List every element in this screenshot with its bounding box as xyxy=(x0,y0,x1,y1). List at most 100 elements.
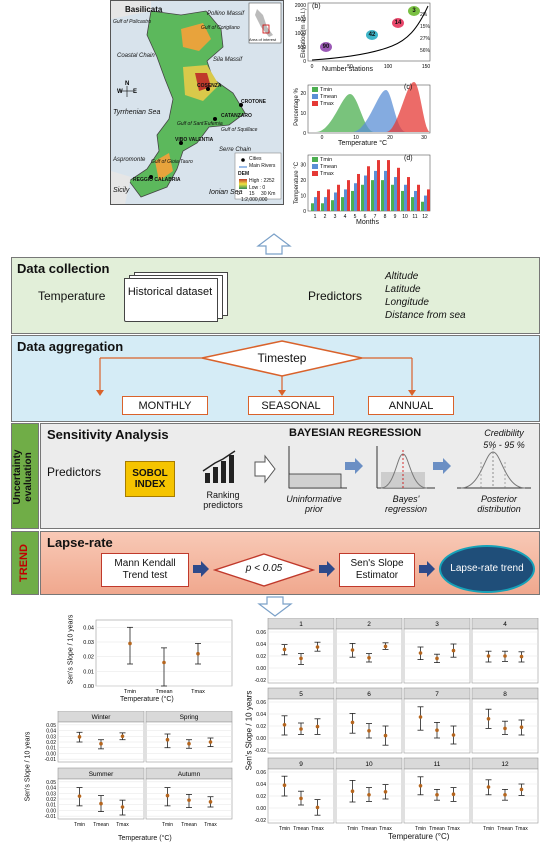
panel-b-xtick: 50 xyxy=(347,64,353,70)
x-tick-label: Tmean xyxy=(361,826,377,832)
x-tick-label: Tmin xyxy=(483,826,494,832)
facet-title: 11 xyxy=(434,761,441,768)
ranking-chart-icon xyxy=(202,450,236,483)
seasonal-xlabel: Temperature (°C) xyxy=(118,835,172,842)
mean-point xyxy=(503,654,507,658)
mean-point xyxy=(350,720,355,725)
elevation-badge: 90 xyxy=(320,42,332,52)
x-tick-label: Tmin xyxy=(124,689,136,695)
seasonal-ylabel: Sen's Slope / 10 years xyxy=(24,731,32,802)
mean-point xyxy=(315,724,320,729)
map-label: Basilicata xyxy=(125,5,163,14)
y-tick-label: 0.04 xyxy=(256,642,266,648)
predictor-item: Altitude xyxy=(385,271,419,282)
panel-b-xtick: 150 xyxy=(422,64,431,70)
annual-xlabel: Temperature (°C) xyxy=(120,696,174,703)
mean-point xyxy=(128,641,132,646)
data-collection-title: Data collection xyxy=(17,261,110,276)
facet-title: 3 xyxy=(435,621,439,628)
historical-dataset-icon: Historical dataset xyxy=(124,272,228,322)
y-tick-label: 0.02 xyxy=(83,655,94,661)
map-label: Ionian Sea xyxy=(209,189,243,196)
map-label: Gulf of Corigliano xyxy=(201,25,240,31)
temperature-label: Temperature xyxy=(38,289,106,303)
panel-d-bar xyxy=(394,177,397,211)
data-aggregation-panel: Data aggregation Timestep MONTHLY SEASON… xyxy=(11,335,540,422)
mean-point xyxy=(519,787,524,792)
mean-point xyxy=(451,733,456,737)
y-tick-label: 0.00 xyxy=(46,751,56,757)
decision-diamond xyxy=(213,553,315,587)
panel-d-bar xyxy=(364,175,367,211)
data-collection-panel: Data collection Temperature Historical d… xyxy=(11,257,540,334)
panel-b-xtick: 0 xyxy=(311,64,314,70)
panel-d-xtick: 1 xyxy=(314,214,317,220)
panel-d-bar xyxy=(411,197,414,211)
x-tick-label: Tmin xyxy=(347,826,358,832)
panel-d-xtick: 6 xyxy=(364,214,367,220)
arrow-right-icon xyxy=(193,561,209,577)
legend-swatch xyxy=(312,94,318,99)
mean-point xyxy=(165,737,170,742)
panel-d-bar xyxy=(321,203,324,211)
y-tick-label: 0.03 xyxy=(83,640,94,646)
panel-c-xtick: 20 xyxy=(387,135,393,141)
panel-d-bar xyxy=(334,192,337,211)
x-tick-label: Tmax xyxy=(204,822,217,828)
map-label: Aspromonte xyxy=(113,157,146,163)
panel-d-bar xyxy=(391,184,394,211)
panel-d-ytick: 0 xyxy=(303,209,306,215)
x-tick-label: Tmin xyxy=(279,826,290,832)
y-tick-label: 0.00 xyxy=(46,808,56,814)
panel-b-ytick: 2000 xyxy=(295,3,306,9)
legend-label: Tmean xyxy=(320,93,338,100)
legend-swatch xyxy=(312,157,318,162)
panel-d-bar xyxy=(371,180,374,211)
posterior-distribution-label: Posterior distribution xyxy=(477,494,521,514)
panel-d-bar xyxy=(387,160,390,211)
panel-d-xtick: 10 xyxy=(402,214,408,220)
panel-d-bar xyxy=(397,167,400,211)
legend-label: Tmean xyxy=(320,163,338,170)
arrow-right-icon xyxy=(319,561,335,577)
y-tick-label: 0.05 xyxy=(46,723,56,729)
mean-point xyxy=(350,648,355,652)
legend-dem-title: DEM xyxy=(238,171,250,177)
x-tick-label: Tmin xyxy=(74,822,85,828)
monthly-box: MONTHLY xyxy=(122,396,208,415)
mean-point xyxy=(367,729,371,733)
panel-c-ylabel: Percentage % xyxy=(294,88,300,126)
data-aggregation-title: Data aggregation xyxy=(17,339,124,354)
panel-d-bar xyxy=(327,189,330,211)
mean-point xyxy=(435,793,439,797)
facet-title: 4 xyxy=(503,621,507,628)
panel-d-bar xyxy=(421,201,424,211)
predictors-uncertainty-label: Predictors xyxy=(47,465,102,479)
legend-swatch xyxy=(312,164,318,169)
x-tick-label: Tmin xyxy=(415,826,426,832)
panel-d-bar xyxy=(311,203,314,211)
elevation-pct: 15% xyxy=(420,24,431,30)
y-tick-label: -0.01 xyxy=(45,814,57,820)
mean-point xyxy=(208,800,213,804)
panel-d-bar xyxy=(374,170,377,211)
mean-point xyxy=(486,785,491,789)
svg-text:N: N xyxy=(125,81,129,87)
ranking-predictors-label: Ranking predictors xyxy=(203,490,243,510)
legend-label: Tmin xyxy=(320,86,333,93)
map-label: Coastal Chain xyxy=(117,53,155,59)
x-tick-label: Tmean xyxy=(93,822,109,828)
panel-b-ytick: 1500 xyxy=(295,17,306,23)
inset-label: Area of interest xyxy=(249,37,277,42)
arrow-right-icon xyxy=(419,561,435,577)
x-tick-label: Tmean xyxy=(293,826,309,832)
legend-label: Tmin xyxy=(320,156,333,163)
facet-title: Winter xyxy=(92,714,112,721)
map-label: CROTONE xyxy=(241,99,266,105)
elevation-pct: 2% xyxy=(420,12,428,18)
mean-point xyxy=(315,645,320,649)
panel-d-bar xyxy=(341,197,344,211)
legend-high: High : 2252 xyxy=(249,178,275,184)
lapse-rate-title: Lapse-rate xyxy=(47,535,113,550)
